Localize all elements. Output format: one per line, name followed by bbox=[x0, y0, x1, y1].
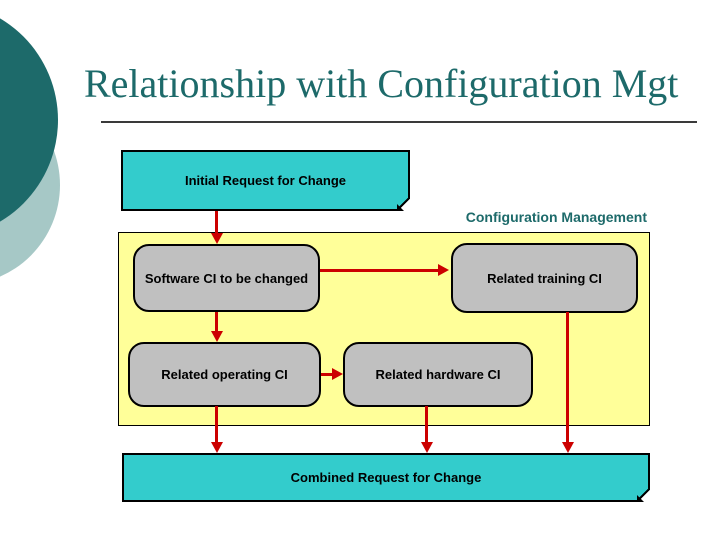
arrow-head-down-icon bbox=[211, 331, 223, 342]
node-operating-ci: Related operating CI bbox=[128, 342, 321, 407]
node-training-ci: Related training CI bbox=[451, 243, 638, 313]
node-hardware-ci: Related hardware CI bbox=[343, 342, 533, 407]
arrow-line bbox=[320, 269, 439, 272]
node-combined-request-label: Combined Request for Change bbox=[290, 470, 482, 485]
arrow-line bbox=[566, 312, 569, 442]
arrow-head-right-icon bbox=[438, 264, 449, 276]
arrow-head-down-icon bbox=[211, 233, 223, 244]
title-underline bbox=[101, 121, 697, 123]
slide-title: Relationship with Configuration Mgt bbox=[84, 61, 679, 106]
arrow-head-right-icon bbox=[332, 368, 343, 380]
arrow-line bbox=[425, 406, 428, 442]
arrow-head-down-icon bbox=[211, 442, 223, 453]
arrow-head-down-icon bbox=[421, 442, 433, 453]
node-combined-request: Combined Request for Change bbox=[122, 453, 650, 502]
node-software-ci-label: Software CI to be changed bbox=[144, 270, 309, 286]
arrow-line bbox=[215, 312, 218, 331]
node-training-ci-label: Related training CI bbox=[487, 270, 602, 286]
arrow-line bbox=[215, 211, 218, 233]
arrow-line bbox=[321, 373, 333, 376]
arrow-line bbox=[215, 406, 218, 442]
folded-corner-icon bbox=[397, 198, 410, 211]
node-hardware-ci-label: Related hardware CI bbox=[375, 367, 501, 382]
node-software-ci: Software CI to be changed bbox=[133, 244, 320, 312]
region-label: Configuration Management bbox=[465, 209, 647, 225]
arrow-head-down-icon bbox=[562, 442, 574, 453]
folded-corner-icon bbox=[637, 489, 650, 502]
node-operating-ci-label: Related operating CI bbox=[161, 367, 288, 382]
node-initial-request: Initial Request for Change bbox=[121, 150, 410, 211]
node-initial-request-label: Initial Request for Change bbox=[184, 173, 347, 188]
